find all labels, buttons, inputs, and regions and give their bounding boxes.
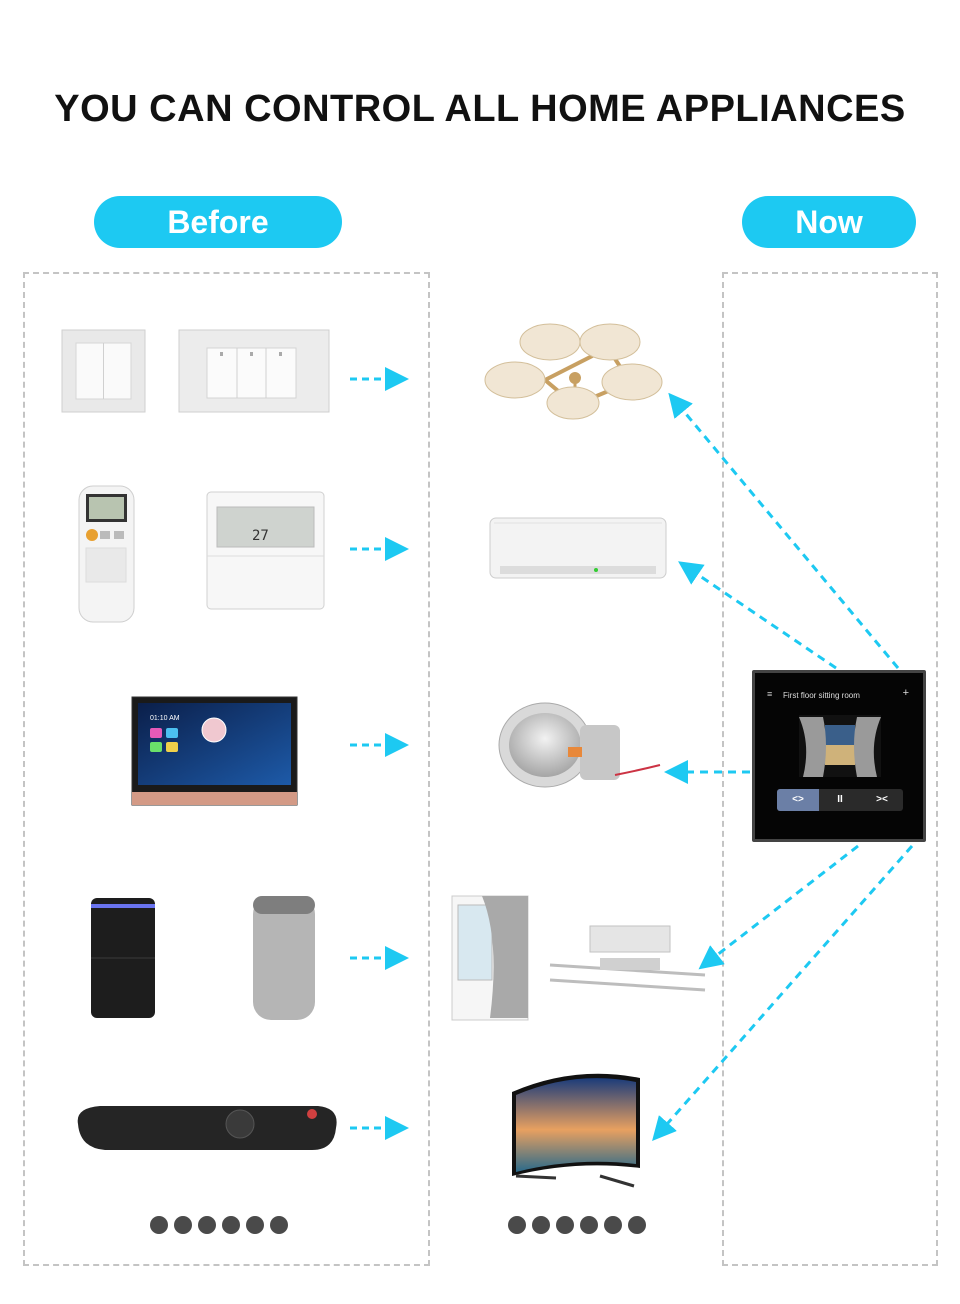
room-title: First floor sitting room: [783, 691, 860, 700]
smart-speaker-black-icon: [91, 898, 155, 1018]
thermostat-panel-icon: 27: [206, 491, 325, 610]
close-curtain-button[interactable]: ><: [876, 794, 888, 805]
dot: [532, 1216, 550, 1234]
dot: [174, 1216, 192, 1234]
wall-tablet-icon: 01:10 AM: [131, 696, 298, 806]
smart-control-panel[interactable]: ≡ First floor sitting room + <> II ><: [752, 670, 926, 842]
device-to-tv-arrow-icon: [652, 845, 914, 1142]
dot: [604, 1216, 622, 1234]
dot: [222, 1216, 240, 1234]
curved-tv-icon: [512, 1073, 640, 1188]
tv-remote-icon: [77, 1106, 337, 1150]
curtain-window-icon: [451, 895, 529, 1021]
dot: [150, 1216, 168, 1234]
smart-speaker-grey-icon: [253, 896, 315, 1020]
light-switch-2gang-icon: [61, 329, 146, 413]
dot: [508, 1216, 526, 1234]
svg-text:27: 27: [252, 528, 269, 544]
before-label: Before: [94, 196, 342, 248]
dot: [556, 1216, 574, 1234]
device-to-chandelier-arrow-icon: [668, 392, 900, 669]
dot: [628, 1216, 646, 1234]
add-icon[interactable]: +: [902, 687, 909, 699]
page-headline: YOU CAN CONTROL ALL HOME APPLIANCES: [54, 88, 906, 130]
curtain-preview-icon: [799, 715, 881, 777]
device-to-ac-arrow-icon: [678, 561, 837, 670]
now-dots: [508, 1216, 646, 1234]
menu-icon[interactable]: ≡: [767, 689, 773, 699]
before-panel: [23, 272, 430, 1266]
curtain-control-bar: <> II ><: [777, 789, 903, 811]
dot: [198, 1216, 216, 1234]
open-curtain-button[interactable]: <>: [777, 789, 819, 811]
pause-curtain-button[interactable]: II: [837, 794, 843, 805]
air-conditioner-icon: [489, 517, 667, 579]
device-to-rack-arrow-icon: [698, 844, 859, 970]
ceiling-speaker-icon: [498, 702, 661, 788]
drying-rack-icon: [549, 925, 706, 992]
dot: [246, 1216, 264, 1234]
dot: [270, 1216, 288, 1234]
chandelier-icon: [484, 323, 663, 420]
light-switch-3gang-icon: [178, 329, 330, 413]
dot: [580, 1216, 598, 1234]
now-panel: [722, 272, 938, 1266]
now-label: Now: [742, 196, 916, 248]
tablet-time: 01:10 AM: [150, 715, 180, 722]
before-dots: [150, 1216, 288, 1234]
ac-remote-icon: [78, 485, 135, 623]
